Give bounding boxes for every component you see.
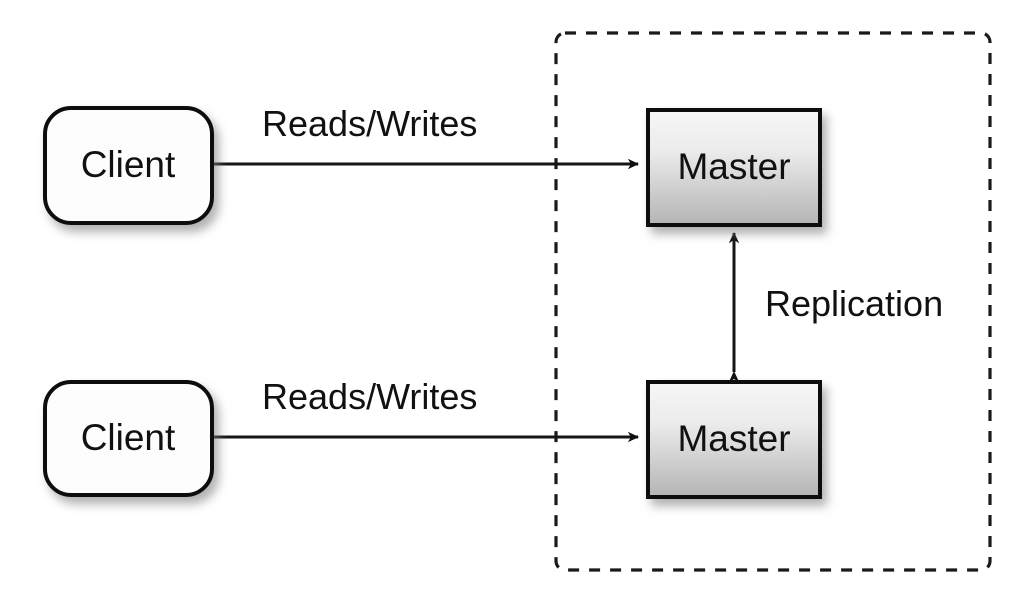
edge-label-reads-writes-top: Reads/Writes bbox=[262, 103, 477, 144]
edge-label-reads-writes-bottom: Reads/Writes bbox=[262, 376, 477, 417]
master-bottom-label: Master bbox=[677, 418, 790, 459]
node-client-top[interactable] bbox=[43, 106, 214, 225]
master-top-label: Master bbox=[677, 146, 790, 187]
node-master-top[interactable] bbox=[646, 108, 822, 227]
node-client-bottom[interactable] bbox=[43, 380, 214, 497]
master-bottom-shape[interactable] bbox=[646, 380, 822, 499]
client-bottom-label: Client bbox=[81, 417, 176, 458]
master-top-shape[interactable] bbox=[646, 108, 822, 227]
node-master-bottom[interactable] bbox=[646, 380, 822, 499]
client-bottom-shape[interactable] bbox=[43, 380, 214, 497]
edge-label-replication: Replication bbox=[765, 283, 943, 324]
client-top-label: Client bbox=[81, 144, 176, 185]
client-top-shape[interactable] bbox=[43, 106, 214, 225]
